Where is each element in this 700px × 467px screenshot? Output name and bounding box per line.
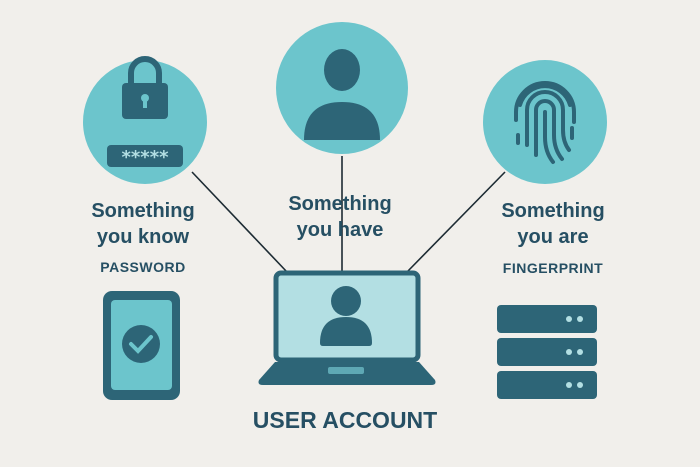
example-password: PASSWORD xyxy=(100,259,186,275)
factor-line2: you are xyxy=(517,226,589,248)
factor-line1: Something xyxy=(91,200,195,222)
factor-have-label: Something you have xyxy=(288,191,391,243)
example-fingerprint: FINGERPRINT xyxy=(502,260,604,276)
laptop-user-icon xyxy=(258,270,436,385)
person-icon xyxy=(276,22,408,154)
factor-know-label: Something you know xyxy=(91,198,194,250)
factor-line2: you have xyxy=(296,219,384,241)
factor-line1: Something xyxy=(501,200,605,222)
user-account-title: USER ACCOUNT xyxy=(252,407,438,433)
connector-right xyxy=(406,171,506,273)
factor-line2: you know xyxy=(96,226,190,248)
phone-verified-icon xyxy=(103,291,180,400)
server-icon xyxy=(497,305,597,399)
factor-are-label: Something you are xyxy=(501,198,604,250)
fingerprint-icon xyxy=(483,60,607,184)
factor-line1: Something xyxy=(288,193,392,215)
padlock-password-icon: ***** xyxy=(83,56,207,184)
password-mask: ***** xyxy=(121,147,169,168)
connector-left xyxy=(191,171,288,273)
